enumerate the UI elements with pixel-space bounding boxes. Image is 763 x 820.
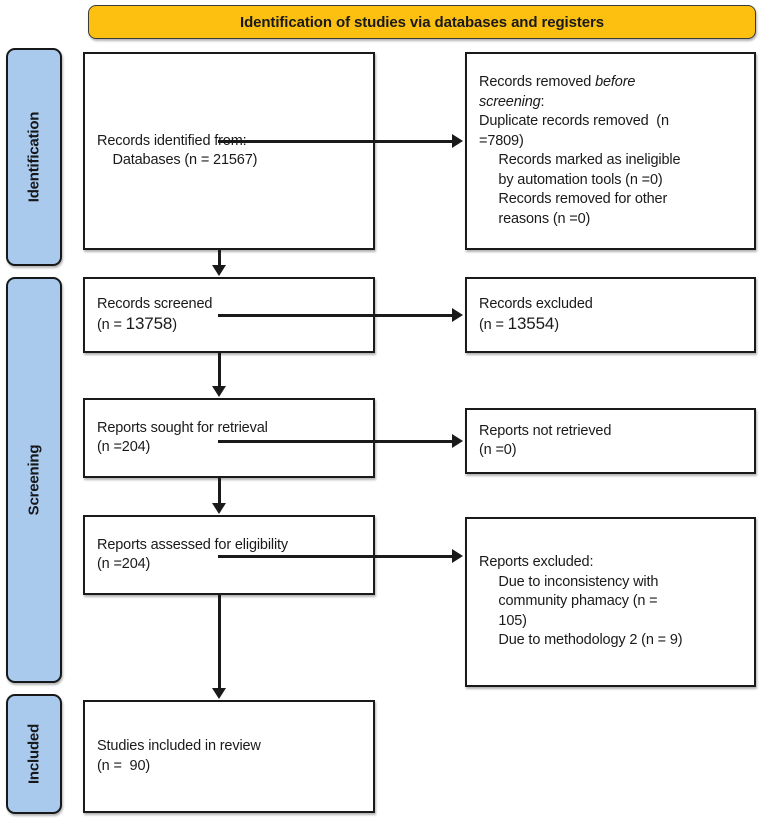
- box-records-removed-line1: Records removed before: [467, 73, 754, 93]
- records-removed-italic-screening: screening: [479, 93, 541, 110]
- box-reports-sought-line2: (n =204): [97, 439, 151, 455]
- box-reports-sought-line1: Reports sought for retrieval: [97, 419, 268, 436]
- records-screened-n-prefix: (n =: [97, 317, 126, 333]
- records-screened-n-suffix: ): [172, 317, 177, 333]
- phase-label-included: Included: [6, 694, 62, 814]
- arrow-screened-to-excluded-line: [218, 314, 456, 317]
- box-records-removed-line3: Duplicate records removed (n: [479, 113, 669, 129]
- box-records-identified: Records identified from: Databases (n = …: [83, 52, 375, 250]
- phase-label-screening-text: Screening: [25, 444, 43, 516]
- box-records-identified-line2: Databases (n = 21567): [97, 152, 258, 168]
- box-reports-assessed-line1: Reports assessed for eligibility: [97, 536, 289, 553]
- records-removed-colon: :: [540, 93, 545, 110]
- box-records-removed-line6: Records marked as ineligible: [479, 152, 681, 168]
- box-records-removed-line7: by automation tools (n =0): [479, 171, 663, 188]
- phase-label-screening: Screening: [6, 277, 62, 683]
- arrow-sought-to-assessed-line: [218, 478, 221, 504]
- box-reports-not-retrieved-line2: (n =0): [479, 442, 517, 458]
- arrow-screened-to-sought-line: [218, 353, 221, 387]
- box-studies-included-line2: (n = 90): [97, 757, 151, 774]
- box-reports-excluded-line3: community phamacy (n =: [479, 593, 658, 610]
- box-records-screened-line2: (n = 13758): [85, 314, 373, 336]
- box-studies-included-line1: Studies included in review: [97, 738, 261, 754]
- phase-label-included-text: Included: [25, 723, 43, 785]
- box-records-excluded-line2: (n = 13554): [467, 314, 754, 336]
- box-records-removed-line4: =7809): [479, 132, 524, 149]
- box-records-removed-line8: Records removed for other: [479, 191, 668, 207]
- phase-label-identification-text: Identification: [25, 111, 43, 203]
- box-records-removed: Records removed before screening: Duplic…: [465, 52, 756, 250]
- box-records-excluded: Records excluded (n = 13554): [465, 277, 756, 353]
- box-studies-included: Studies included in review (n = 90): [83, 700, 375, 813]
- arrow-identified-to-screened-line: [218, 250, 221, 267]
- arrow-sought-to-not-retrieved-line: [218, 440, 456, 443]
- box-reports-sought: Reports sought for retrieval (n =204): [83, 398, 375, 478]
- arrow-assessed-to-included-head: [212, 688, 226, 699]
- arrow-screened-to-excluded-head: [452, 308, 463, 322]
- box-reports-not-retrieved-line1: Reports not retrieved: [479, 422, 612, 439]
- arrow-identified-to-removed-line: [218, 140, 456, 143]
- phase-label-identification: Identification: [6, 48, 62, 266]
- box-reports-excluded-line2: Due to inconsistency with: [479, 573, 659, 590]
- box-reports-excluded-line1: Reports excluded:: [479, 554, 594, 571]
- arrow-identified-to-removed-head: [452, 134, 463, 148]
- records-screened-count: 13758: [125, 314, 173, 333]
- records-excluded-n-prefix: (n =: [479, 317, 508, 333]
- arrow-sought-to-not-retrieved-head: [452, 434, 463, 448]
- box-reports-not-retrieved: Reports not retrieved (n =0): [465, 408, 756, 474]
- records-excluded-count: 13554: [507, 314, 555, 333]
- arrow-assessed-to-reports-excluded-head: [452, 549, 463, 563]
- records-removed-italic-before: before: [595, 74, 636, 90]
- records-excluded-n-suffix: ): [554, 317, 559, 333]
- box-records-removed-line2: screening:: [467, 93, 754, 113]
- arrow-identified-to-screened-head: [212, 265, 226, 276]
- arrow-screened-to-sought-head: [212, 386, 226, 397]
- diagram-title: Identification of studies via databases …: [240, 13, 604, 31]
- box-reports-excluded-line5: Due to methodology 2 (n = 9): [479, 632, 683, 649]
- diagram-header-banner: Identification of studies via databases …: [88, 5, 756, 39]
- box-reports-excluded-line4: 105): [479, 612, 527, 629]
- arrow-sought-to-assessed-head: [212, 503, 226, 514]
- box-records-excluded-line1: Records excluded: [479, 295, 593, 312]
- box-reports-assessed-line2: (n =204): [97, 556, 151, 572]
- arrow-assessed-to-reports-excluded-line: [218, 555, 456, 558]
- box-reports-excluded: Reports excluded: Due to inconsistency w…: [465, 517, 756, 687]
- records-removed-prefix: Records removed: [479, 74, 596, 90]
- box-records-removed-line9: reasons (n =0): [479, 210, 591, 227]
- box-records-identified-line1: Records identified from:: [97, 132, 247, 149]
- arrow-assessed-to-included-line: [218, 595, 221, 689]
- box-records-screened-line1: Records screened: [97, 295, 213, 312]
